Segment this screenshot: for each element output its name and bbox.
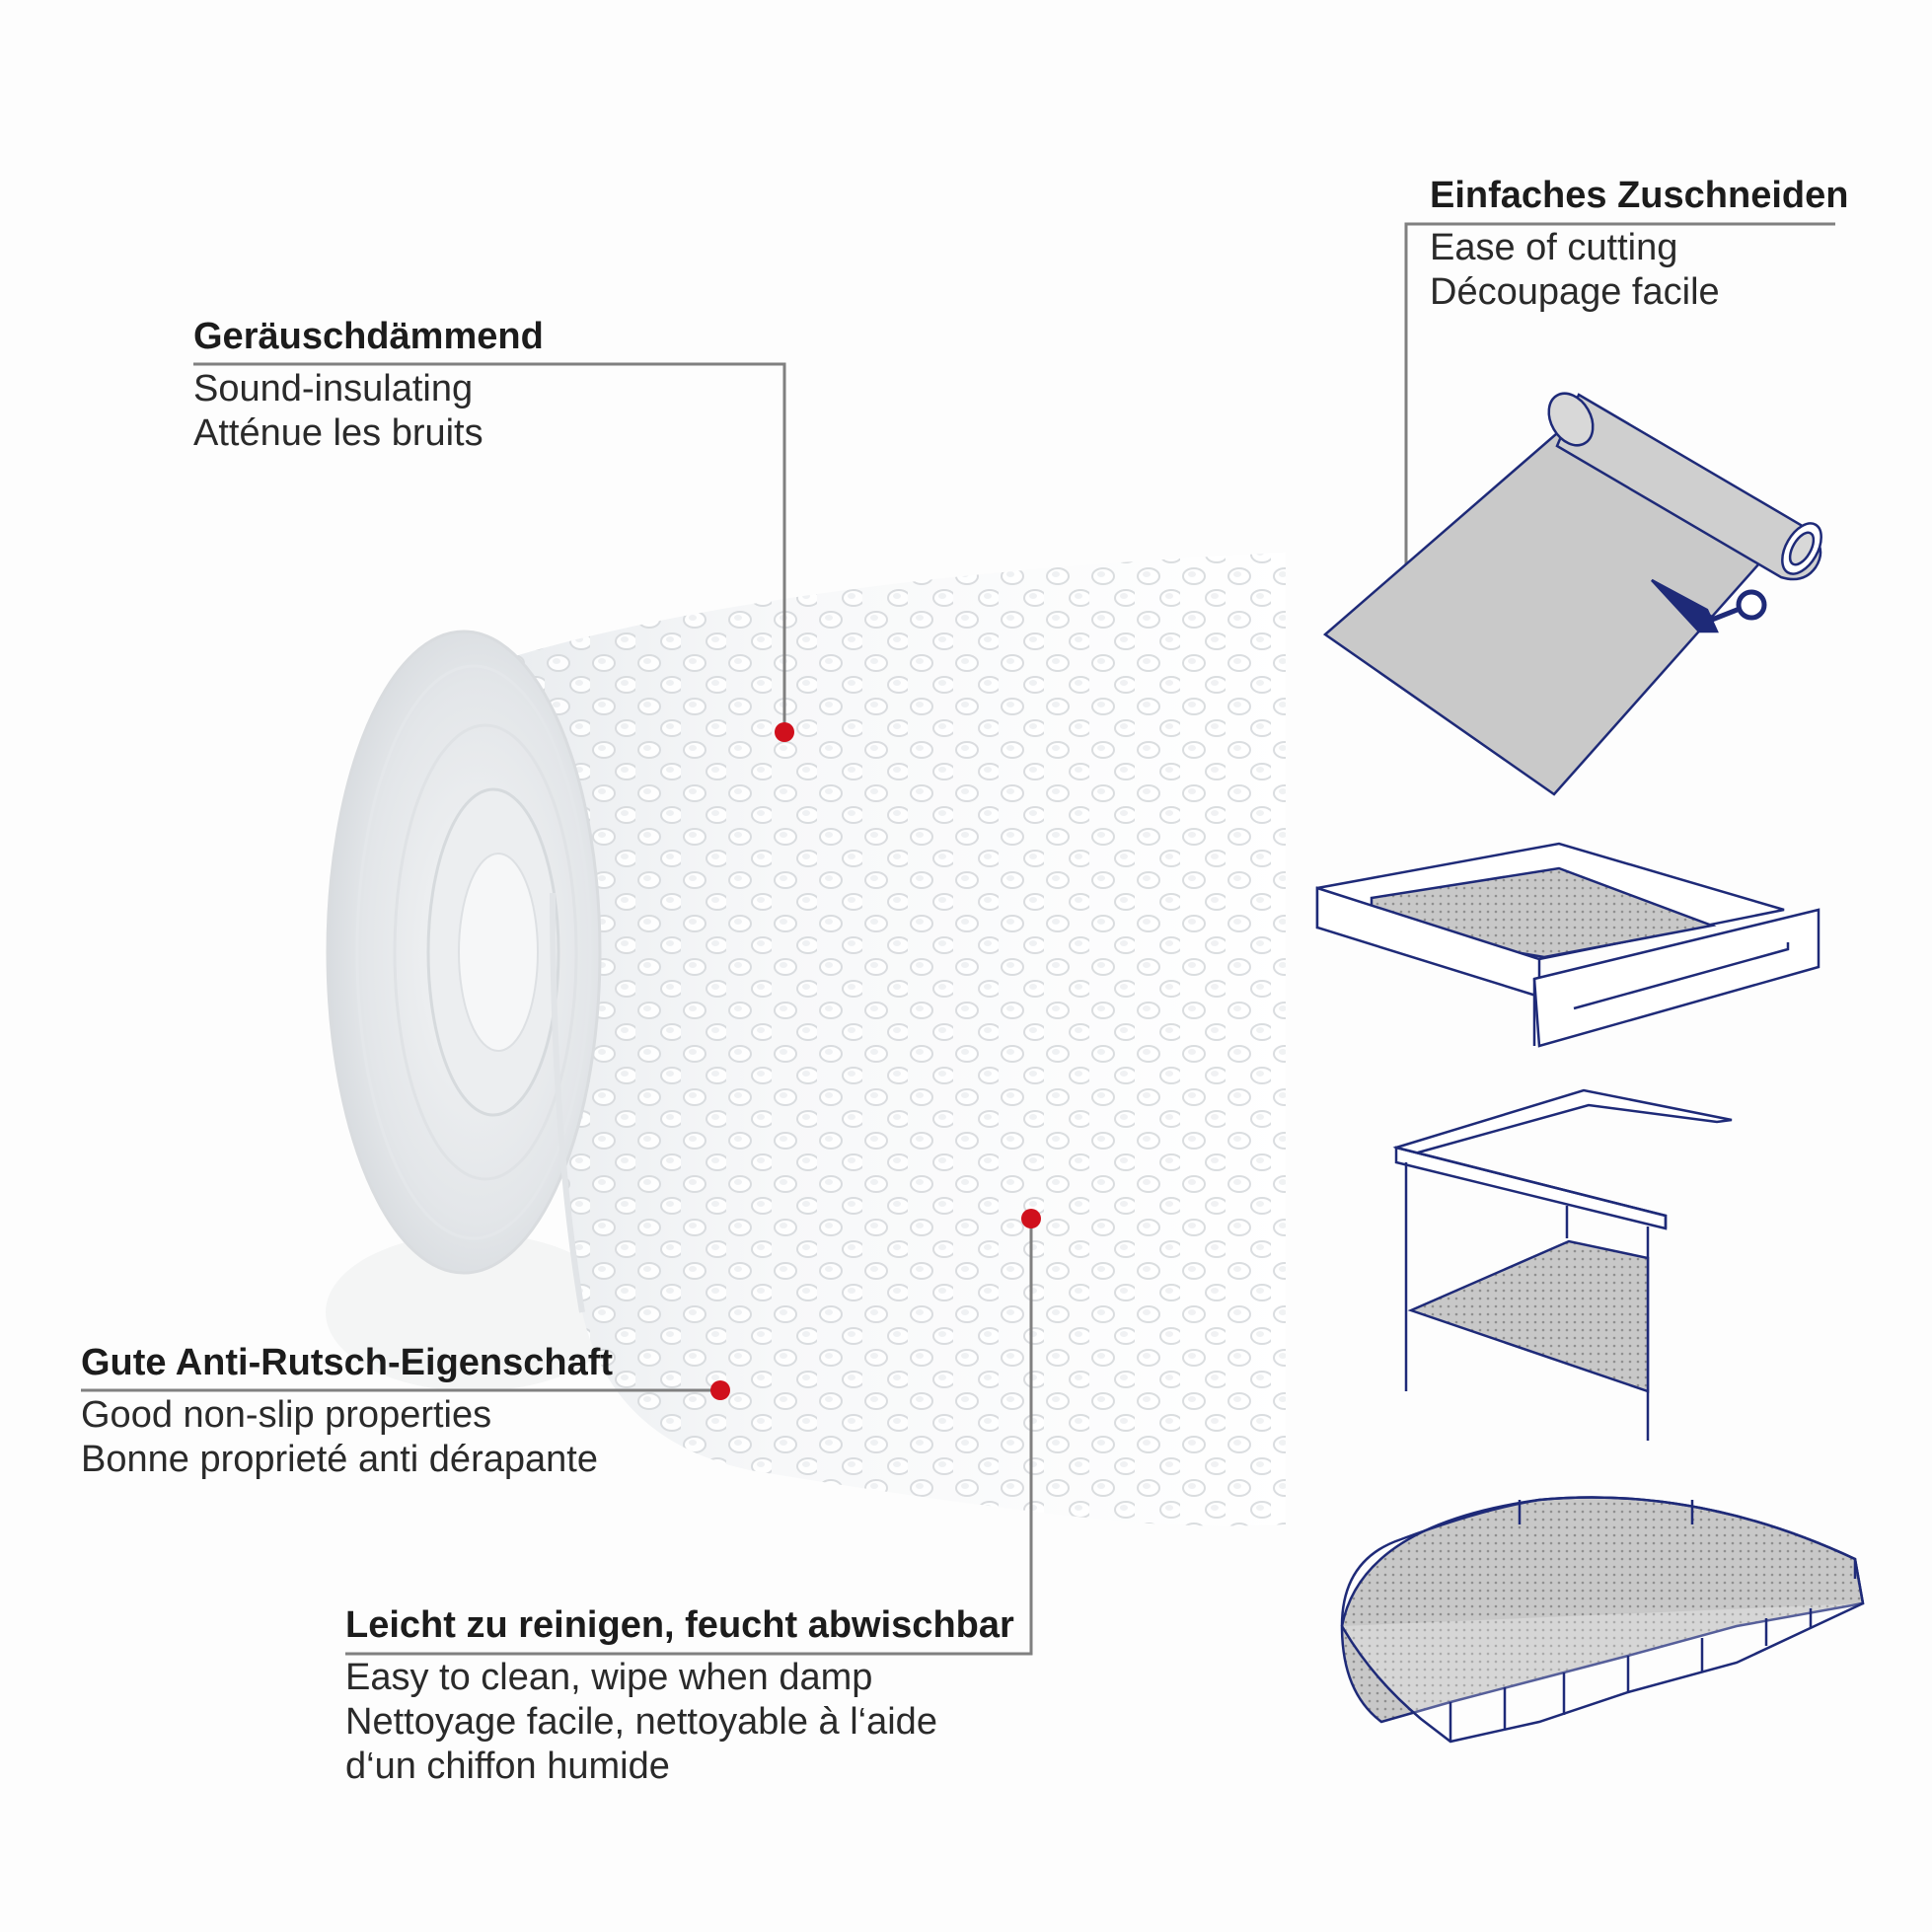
feature-nonslip-title: Gute Anti-Rutsch-Eigenschaft — [81, 1342, 614, 1383]
feature-nonslip-line-1: Good non-slip properties — [81, 1394, 492, 1436]
feature-cutting-title: Einfaches Zuschneiden — [1430, 175, 1849, 216]
feature-nonslip-line-2: Bonne proprieté anti dérapante — [81, 1439, 598, 1480]
feature-clean-line-2: Nettoyage facile, nettoyable à l‘aide — [345, 1701, 937, 1743]
leader-clean — [345, 1219, 1033, 1656]
mat-roll-with-scissors-icon — [1322, 392, 1822, 796]
feature-sound-line-1: Sound-insulating — [193, 368, 474, 409]
dot-sound — [775, 722, 794, 742]
semicircle-corner-shelf-icon — [1340, 1496, 1865, 1744]
feature-cutting-line-2: Découpage facile — [1430, 271, 1720, 313]
feature-clean-line-3: d‘un chiffon humide — [345, 1746, 670, 1787]
dot-clean — [1021, 1209, 1041, 1228]
feature-easy-clean: Leicht zu reinigen, feucht abwischbar Ea… — [345, 1602, 1014, 1789]
feature-sound-insulating: Geräuschdämmend Sound-insulating Atténue… — [193, 314, 544, 456]
mat-roll-photo — [326, 553, 1286, 1526]
feature-clean-line-1: Easy to clean, wipe when damp — [345, 1657, 873, 1698]
drawer-with-mat-icon — [1315, 842, 1821, 1048]
feature-non-slip: Gute Anti-Rutsch-Eigenschaft Good non-sl… — [81, 1340, 613, 1482]
leader-sound — [193, 362, 786, 732]
feature-sound-line-2: Atténue les bruits — [193, 412, 483, 454]
feature-cutting-line-1: Ease of cutting — [1430, 227, 1678, 268]
feature-clean-title: Leicht zu reinigen, feucht abwischbar — [345, 1604, 1014, 1646]
cabinet-shelf-with-mat-icon — [1392, 1088, 1733, 1441]
callout-lines — [81, 222, 1835, 1656]
leader-cutting — [1404, 222, 1835, 641]
dot-nonslip — [710, 1380, 730, 1400]
feature-easy-cutting: Einfaches Zuschneiden Ease of cutting Dé… — [1430, 173, 1848, 315]
feature-sound-title: Geräuschdämmend — [193, 316, 544, 357]
